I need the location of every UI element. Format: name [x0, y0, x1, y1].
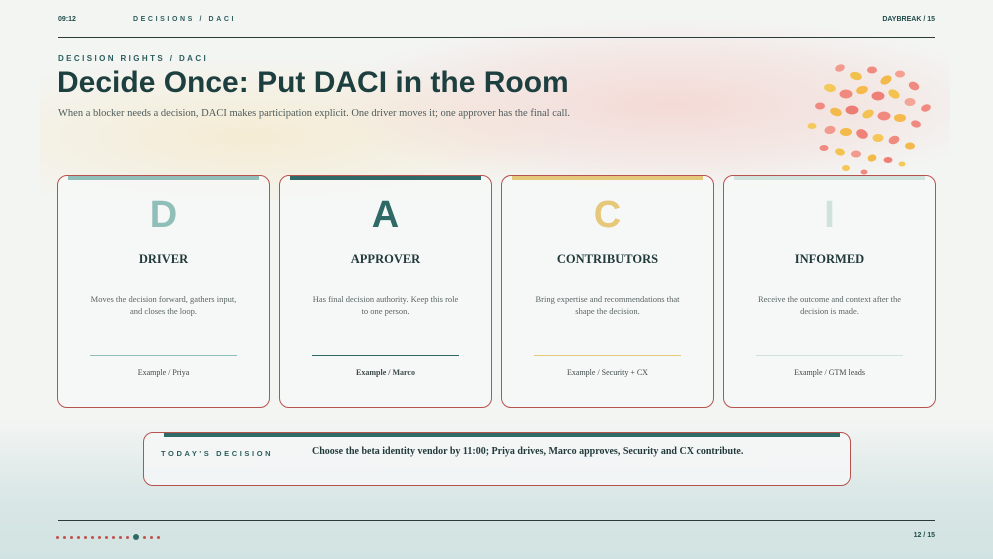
slide-dot-active[interactable]	[133, 534, 139, 540]
card-letter: D	[149, 194, 178, 236]
card-divider	[312, 355, 459, 356]
card-role: CONTRIBUTORS	[556, 252, 659, 266]
card-role: INFORMED	[794, 252, 865, 266]
slide-dot[interactable]	[119, 535, 122, 539]
slide-dot[interactable]	[126, 535, 129, 539]
card-approver: A APPROVER Has final decision authority.…	[279, 175, 492, 408]
footer-divider	[58, 520, 935, 521]
card-informed: I INFORMED Receive the outcome and conte…	[723, 175, 936, 408]
decision-text: Choose the beta identity vendor by 11:00…	[312, 446, 744, 457]
page-subtitle: When a blocker needs a decision, DACI ma…	[58, 108, 570, 119]
todays-decision-panel: TODAY'S DECISION Choose the beta identit…	[143, 432, 851, 486]
slide-dot[interactable]	[63, 535, 66, 539]
slide-dot[interactable]	[70, 535, 73, 539]
slide-dot[interactable]	[91, 535, 94, 539]
slide-dot[interactable]	[150, 535, 153, 539]
card-role: DRIVER	[138, 252, 189, 266]
slide-dot[interactable]	[98, 535, 101, 539]
card-contributors: C CONTRIBUTORS Bring expertise and recom…	[501, 175, 714, 408]
slide-dot[interactable]	[105, 535, 108, 539]
kicker: DECISION RIGHTS / DACI	[58, 54, 209, 63]
card-example: Example / Priya	[137, 368, 190, 377]
clock-time: 09:12	[58, 16, 76, 23]
slide-dot[interactable]	[77, 535, 80, 539]
slide-dot[interactable]	[157, 535, 160, 539]
slide-dot[interactable]	[84, 535, 87, 539]
card-accent-bar	[512, 176, 703, 180]
card-divider	[90, 355, 237, 356]
card-divider	[756, 355, 903, 356]
card-example: Example / GTM leads	[794, 368, 865, 377]
card-example: Example / Marco	[356, 368, 415, 377]
card-divider	[534, 355, 681, 356]
petal-illustration	[807, 64, 931, 175]
section-label: DECISIONS / DACI	[133, 16, 237, 23]
card-letter: A	[371, 194, 400, 236]
page-title: Decide Once: Put DACI in the Room	[57, 66, 569, 99]
card-accent-bar	[734, 176, 925, 180]
decision-accent-bar	[164, 433, 840, 437]
card-description: Receive the outcome and context after th…	[757, 294, 902, 316]
card-description: Moves the decision forward, gathers inpu…	[90, 294, 237, 316]
card-description: Bring expertise and recommendations that…	[535, 294, 680, 316]
card-example: Example / Security + CX	[567, 368, 648, 377]
page-number: 12 / 15	[913, 532, 935, 539]
card-driver: D DRIVER Moves the decision forward, gat…	[57, 175, 270, 408]
slide-dot[interactable]	[112, 535, 115, 539]
brand-label: DAYBREAK / 15	[882, 16, 935, 23]
card-accent-bar	[290, 176, 481, 180]
card-description: Has final decision authority. Keep this …	[312, 294, 459, 316]
card-letter: I	[824, 194, 835, 236]
top-bar: 09:12 DECISIONS / DACI DAYBREAK / 15	[58, 14, 935, 38]
slide-dot[interactable]	[56, 535, 59, 539]
decision-label: TODAY'S DECISION	[161, 449, 274, 458]
slide-progress-dots	[56, 534, 160, 540]
card-accent-bar	[68, 176, 259, 180]
card-letter: C	[593, 194, 622, 236]
card-role: APPROVER	[350, 252, 421, 266]
slide-dot[interactable]	[143, 535, 146, 539]
